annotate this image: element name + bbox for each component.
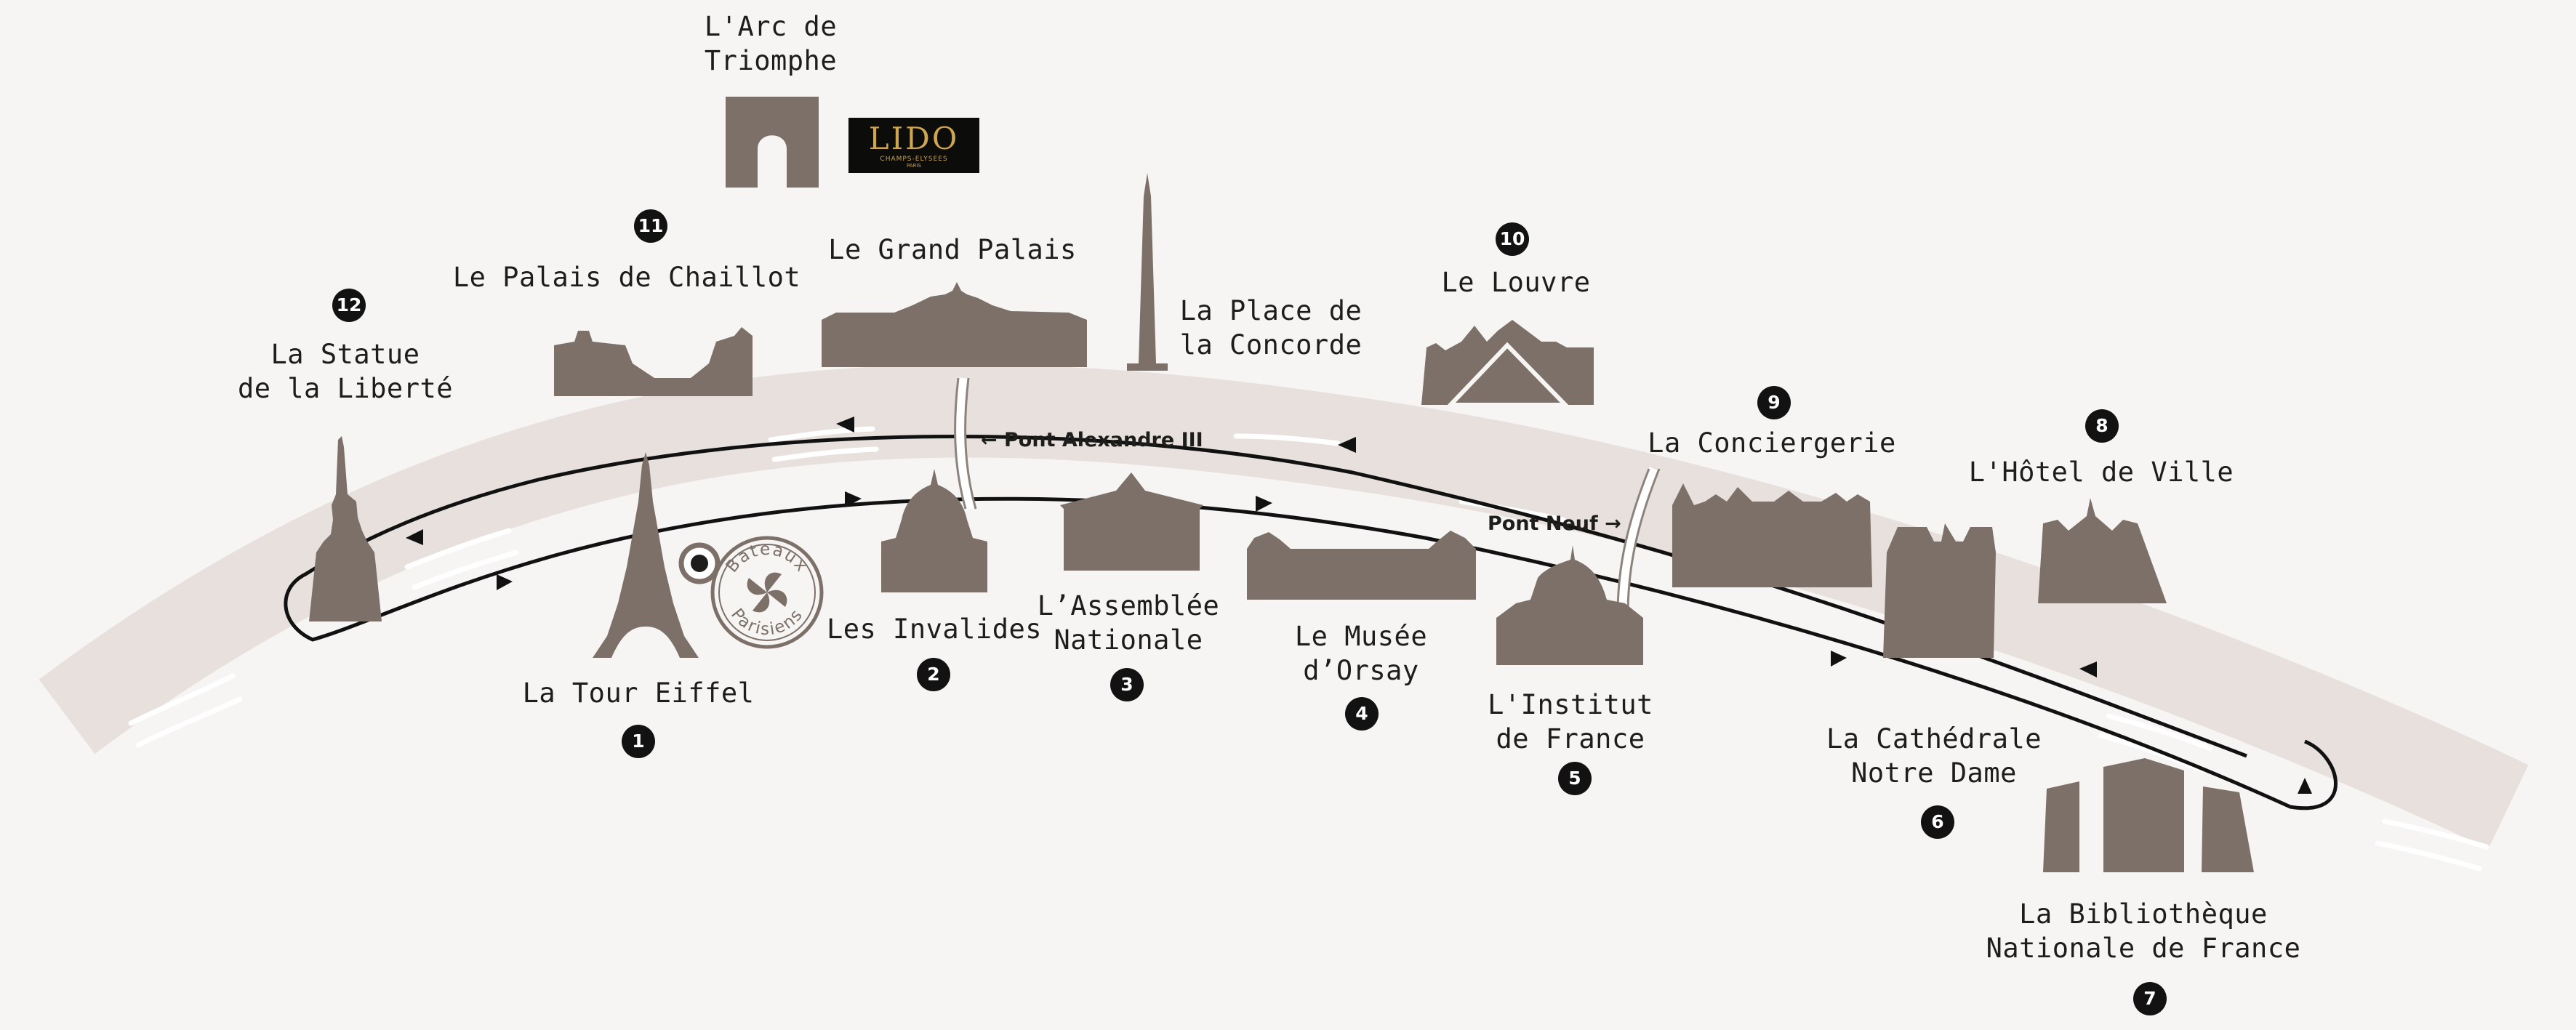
lido-subtitle: CHAMPS-ELYSEES — [880, 156, 948, 163]
eiffel-tower-icon — [593, 452, 699, 658]
arc-de-triomphe-icon — [726, 97, 819, 188]
stop-badge-10: 10 — [1496, 222, 1529, 256]
svg-text:Parisiens: Parisiens — [727, 605, 807, 640]
louvre-pyramid-icon — [1445, 342, 1571, 407]
palais-de-chaillot-icon — [554, 327, 753, 396]
stop-badge-4: 4 — [1345, 697, 1379, 731]
stop-badge-11: 11 — [634, 209, 667, 243]
assemblee-nationale-icon — [1060, 472, 1203, 571]
label-grand-palais: Le Grand Palais — [828, 234, 1077, 265]
stop-badge-1: 1 — [622, 725, 655, 758]
stop-badge-8: 8 — [2085, 409, 2119, 443]
label-institut-de-france: L'Institut de France — [1488, 689, 1653, 755]
bateaux-pinwheel-icon — [747, 572, 787, 613]
label-statue-de-la-liberte: La Statue de la Liberté — [237, 339, 454, 404]
label-notre-dame: La Cathédrale Notre Dame — [1826, 723, 2042, 789]
svg-text:Bateaux: Bateaux — [723, 540, 812, 576]
les-invalides-icon — [881, 469, 987, 592]
lido-logo: LIDO CHAMPS-ELYSEES PARIS — [848, 118, 979, 173]
grand-palais-icon — [822, 282, 1087, 367]
label-pont-neuf: Pont Neuf → — [1488, 512, 1621, 535]
label-pont-alexandre-iii: ← Pont Alexandre III — [981, 429, 1203, 451]
statue-of-liberty-icon — [309, 436, 382, 621]
lido-title: LIDO — [868, 121, 960, 156]
bateaux-word: Bateaux — [723, 540, 811, 576]
label-conciergerie: La Conciergerie — [1648, 427, 1896, 459]
label-hotel-de-ville: L'Hôtel de Ville — [1968, 456, 2234, 488]
label-louvre: Le Louvre — [1441, 267, 1591, 298]
label-assemblee-nationale: L’Assemblée Nationale — [1037, 590, 1220, 656]
notre-dame-icon — [1883, 523, 1996, 658]
stop-badge-3: 3 — [1110, 668, 1144, 701]
hotel-de-ville-icon — [2038, 498, 2167, 603]
stop-badge-7: 7 — [2133, 982, 2167, 1015]
stop-badge-9: 9 — [1757, 386, 1791, 419]
stop-badge-5: 5 — [1558, 762, 1592, 795]
concorde-obelisk-icon — [1127, 173, 1168, 371]
route-arrows — [406, 417, 2312, 794]
musee-d-orsay-icon — [1247, 531, 1476, 600]
label-les-invalides: Les Invalides — [826, 613, 1043, 645]
label-place-de-la-concorde: La Place de la Concorde — [1179, 295, 1363, 361]
bridge-alexandre-iii-edge — [954, 377, 977, 510]
label-tour-eiffel: La Tour Eiffel — [522, 677, 755, 709]
lido-city: PARIS — [907, 163, 921, 169]
label-musee-d-orsay: Le Musée d’Orsay — [1294, 621, 1428, 686]
conciergerie-icon — [1672, 483, 1872, 587]
stop-badge-6: 6 — [1921, 805, 1954, 839]
label-palais-de-chaillot: Le Palais de Chaillot — [452, 262, 801, 293]
institut-de-france-icon — [1496, 545, 1643, 665]
stop-badge-12: 12 — [332, 289, 366, 322]
parisiens-word: Parisiens — [727, 605, 806, 640]
bridge-pont-neuf — [1618, 467, 1659, 615]
bridge-pont-neuf-edge — [1616, 468, 1661, 615]
label-arc-de-triomphe: L'Arc de Triomphe — [704, 11, 838, 76]
bateaux-parisiens-logo: Bateaux Parisiens — [678, 536, 824, 649]
bridge-alexandre-iii — [955, 377, 976, 510]
label-bibliotheque-nationale: La Bibliothèque Nationale de France — [1986, 898, 2301, 964]
river-waves — [128, 426, 2489, 872]
cruise-route — [284, 434, 2338, 810]
stop-badge-2: 2 — [917, 658, 950, 691]
bibliotheque-nationale-icon — [2043, 758, 2254, 872]
